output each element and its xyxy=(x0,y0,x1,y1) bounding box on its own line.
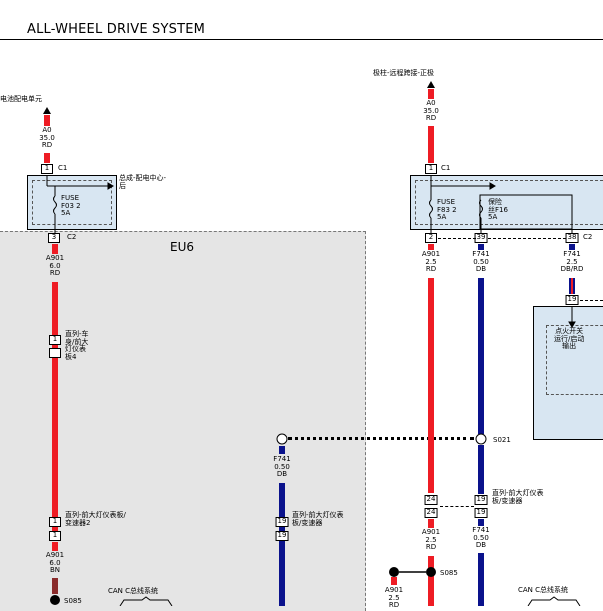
wire-a901-left-main[interactable] xyxy=(52,282,58,533)
wire-a901-right-main[interactable] xyxy=(428,278,434,493)
shield-link xyxy=(288,437,474,440)
ign-connector-dashline xyxy=(580,300,603,301)
connector-c2-left-label: C2 xyxy=(67,233,77,241)
pin-inline-right-b-top: 19 xyxy=(474,495,488,505)
wire-f741-mid-main[interactable] xyxy=(279,483,285,606)
inline-mid-label: 直列-前大灯仪表板/变速器 xyxy=(292,511,344,527)
ign-module-boundary xyxy=(546,325,603,395)
splice-s085-left-label: S085 xyxy=(64,597,82,605)
battery-distribution-label: 电池配电单元 xyxy=(0,95,42,103)
wire-f741-right-main[interactable] xyxy=(478,278,484,434)
wire-a901-bn[interactable] xyxy=(52,578,58,594)
connector-c2-dashline-1 xyxy=(438,238,476,239)
jump-post-label: 极柱-远程跨接-正极 xyxy=(373,69,435,77)
inline-right-label: 直列-前大灯仪表板/变速器 xyxy=(492,489,544,505)
wire-a901-s085-stub[interactable] xyxy=(391,577,397,585)
pin-inline-right-a-bottom: 24 xyxy=(424,508,438,518)
wire-a0-right-bottom[interactable] xyxy=(428,126,434,163)
inline-body-label: 直列-车身/前大灯仪表板4 xyxy=(65,330,89,361)
splice-s021-label: S021 xyxy=(493,436,511,444)
pin-inline-dash-top: 1 xyxy=(49,517,61,527)
pin-inline-mid-bottom: 19 xyxy=(275,531,289,541)
splice-s085-right-label: S085 xyxy=(440,569,458,577)
connector-c1-right-label: C1 xyxy=(441,164,451,172)
wire-a901-left-lower-stub[interactable] xyxy=(52,542,58,551)
rear-power-distribution-module[interactable] xyxy=(27,175,117,230)
wire-f741-right-lower-stub[interactable] xyxy=(478,519,484,526)
wire-a0-left-top[interactable] xyxy=(44,115,50,126)
wire-a901-right-lower[interactable] xyxy=(428,556,434,606)
can-bus-right-label: CAN C总线系统 xyxy=(518,586,569,594)
wire-f741-mid-stub[interactable] xyxy=(279,446,285,454)
pin-c1-left: 1 xyxy=(41,164,53,174)
module-boundary xyxy=(32,180,112,225)
wire-f741-right-lower[interactable] xyxy=(478,445,484,494)
wire-a901-right-lower-stub[interactable] xyxy=(428,519,434,528)
connector-c2-dashline-2 xyxy=(488,238,566,239)
pin-c2-right-c: 38 xyxy=(565,233,579,243)
pin-c1-right: 1 xyxy=(425,164,437,174)
fuse-symbol-right xyxy=(429,175,573,233)
ignition-switch-module[interactable] xyxy=(533,306,603,440)
wire-a0-right-top[interactable] xyxy=(428,89,434,99)
splice-ring-mid[interactable] xyxy=(276,433,288,445)
splice-s085-right-a[interactable] xyxy=(389,567,399,577)
can-bus-left-label: CAN C总线系统 xyxy=(108,587,159,595)
wire-a901-right-stub[interactable] xyxy=(428,244,434,250)
pin-ign-19: 19 xyxy=(565,295,579,305)
wire-f741-dbrd-stub[interactable] xyxy=(569,244,575,250)
pin-c2-right-a: 2 xyxy=(425,233,437,243)
eu6-region-label: EU6 xyxy=(170,240,194,254)
pin-inline-right-a-top: 24 xyxy=(424,495,438,505)
connector-c2-right-label: C2 xyxy=(583,233,593,241)
splice-s021[interactable] xyxy=(475,433,487,445)
can-bus-brackets xyxy=(119,596,581,606)
wire-f741-right-stub[interactable] xyxy=(478,244,484,250)
page-title: ALL-WHEEL DRIVE SYSTEM xyxy=(27,22,206,37)
eu6-region xyxy=(0,231,366,611)
pin-inline-body-2 xyxy=(49,348,61,358)
module-label-left: 总成-配电中心-后 xyxy=(119,174,167,190)
pin-inline-mid-top: 19 xyxy=(275,517,289,527)
connector-c1-left-label: C1 xyxy=(58,164,68,172)
source-arrow-icon xyxy=(43,107,51,114)
ignition-run-start-label: 点火开关运行/启动输出 xyxy=(554,327,585,350)
source-arrow-right-icon xyxy=(427,81,435,88)
pin-inline-dash-bottom: 1 xyxy=(49,531,61,541)
pin-inline-body-1: 1 xyxy=(49,335,61,345)
splice-s085-right-b[interactable] xyxy=(426,567,436,577)
wire-f741-dbrd[interactable] xyxy=(569,278,575,294)
inline-dash-label: 直列-前大灯仪表板/变速器2 xyxy=(65,511,126,527)
wire-f741-right-bottom[interactable] xyxy=(478,553,484,606)
wire-a0-left-bottom[interactable] xyxy=(44,153,50,163)
ign-module-lines xyxy=(568,306,576,328)
fuse-symbol-left xyxy=(46,175,114,233)
pin-c2-left: 3 xyxy=(48,233,60,243)
title-underline xyxy=(0,39,603,40)
module-boundary-right xyxy=(415,180,603,225)
pin-inline-right-b-bottom: 19 xyxy=(474,508,488,518)
splice-s085-left[interactable] xyxy=(50,595,60,605)
inline-right-dashline xyxy=(440,506,474,507)
wire-a901-left-stub[interactable] xyxy=(52,244,58,254)
